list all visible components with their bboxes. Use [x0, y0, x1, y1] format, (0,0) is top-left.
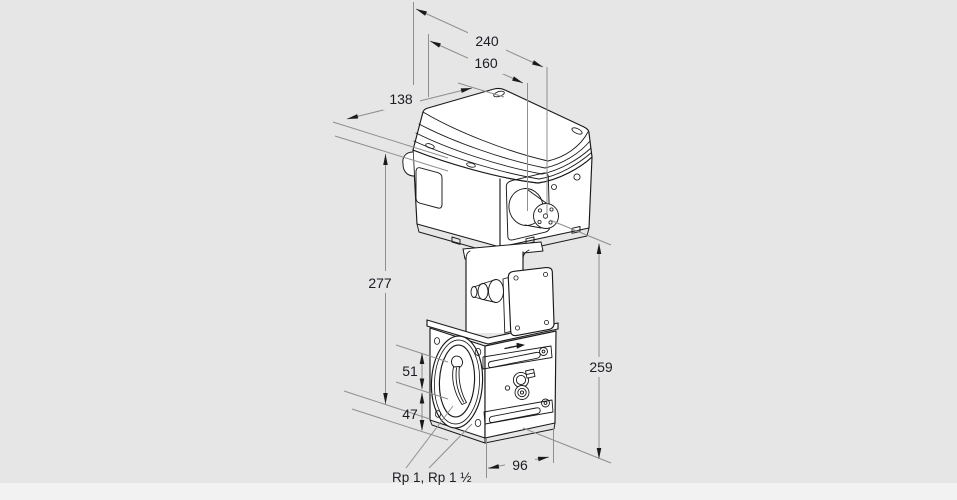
- ext-259-bottom: [522, 427, 612, 464]
- ext-138-right: [457, 82, 505, 98]
- stem-bell-right: [522, 249, 530, 260]
- footer-strip-fill: [0, 483, 957, 500]
- base-clip: [525, 236, 535, 245]
- junction-box-screws: [513, 271, 550, 331]
- dimension-labels: 240 160 138 277 51 47 259 96 Rp 1, Rp 1 …: [368, 33, 613, 485]
- cover-screw-ovals: [425, 90, 583, 168]
- junction-box: [502, 266, 555, 337]
- dim-label-259: 259: [589, 359, 613, 375]
- face-screw-large: [573, 173, 581, 181]
- dim-label-160: 160: [474, 55, 498, 71]
- label-gaps: [365, 30, 615, 473]
- leader-rp-1: [405, 405, 454, 469]
- ext-47-bottom: [351, 408, 449, 441]
- ext-277-bottom: [343, 390, 431, 420]
- knob-face: [533, 203, 559, 229]
- housing-hinge-bump: [402, 151, 415, 177]
- ext-259-top: [549, 219, 612, 246]
- dim-label-138: 138: [389, 91, 413, 107]
- pipe-flange: [430, 335, 484, 429]
- leader-rp-2: [428, 423, 473, 469]
- dim-label-96: 96: [512, 457, 528, 473]
- flow-direction-arrow: [504, 342, 525, 350]
- dim-label-47: 47: [402, 406, 418, 422]
- test-nipples: [504, 368, 536, 400]
- ext-138-left: [332, 121, 449, 159]
- valve-disc-lever: [451, 355, 467, 405]
- stem-bell-left: [465, 250, 471, 260]
- device: [402, 87, 593, 444]
- ext-51-47-middle: [395, 381, 449, 400]
- knob-holes: [537, 207, 554, 225]
- base-clip: [451, 236, 461, 245]
- valve-bottom-groove: [483, 398, 554, 425]
- dim-label-240: 240: [475, 33, 499, 49]
- dim-label-51: 51: [402, 363, 418, 379]
- flange-bolt-holes: [433, 337, 482, 427]
- valve-top-groove: [482, 345, 553, 370]
- dim-label-277: 277: [368, 275, 392, 291]
- face-screw-small: [551, 184, 557, 190]
- hand-knob: [508, 188, 559, 229]
- nameplate: [415, 167, 443, 209]
- knob-side-bottom: [524, 224, 542, 229]
- valve-bottom-chamfer: [429, 419, 556, 444]
- ext-277-top: [334, 135, 449, 172]
- cable-gland: [470, 279, 504, 303]
- dial-panel: [505, 172, 551, 241]
- base-clip: [571, 226, 581, 234]
- dimension-arrowheads: [347, 9, 602, 469]
- connection-size-label: Rp 1, Rp 1 ½: [392, 470, 472, 485]
